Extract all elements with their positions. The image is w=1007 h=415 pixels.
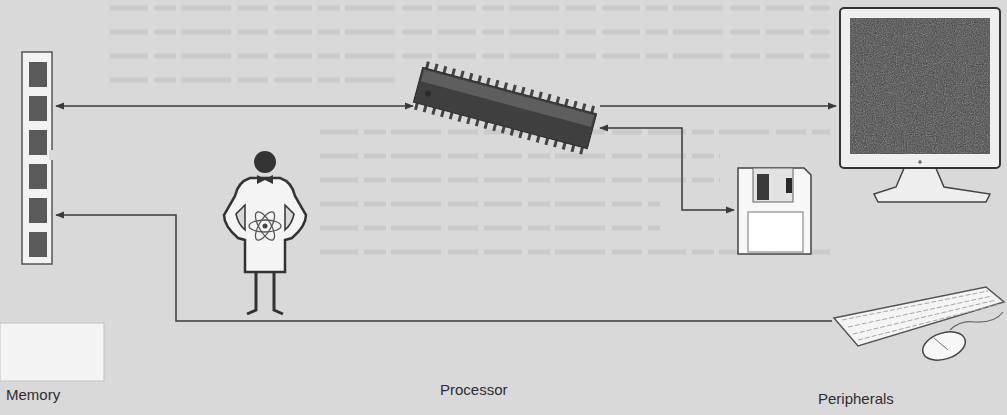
part-label: Peripherals: [818, 390, 894, 408]
monitor-part: [850, 18, 990, 154]
scientist-figure-part: [249, 220, 281, 232]
scientist-figure-part: [236, 205, 294, 230]
mouse-part: [934, 338, 948, 350]
memory-module-part: [29, 96, 47, 121]
processor-chip-part: [424, 90, 431, 97]
floppy-disk-part: [753, 168, 793, 202]
background-print: [110, 8, 830, 252]
part-label: Processor: [440, 381, 508, 399]
memory-module-part: [29, 130, 47, 155]
part-label: Memory: [6, 386, 60, 404]
scientist-figure-part: [252, 209, 278, 243]
scientist-figure-part: [252, 209, 278, 243]
mouse-part: [919, 327, 969, 365]
keyboard-part: [842, 291, 1000, 340]
floppy-disk-part: [757, 174, 769, 200]
mouse-part: [950, 312, 1003, 330]
keyboard-part: [834, 287, 1004, 346]
processor-chip: [412, 61, 599, 156]
monitor: [840, 8, 1000, 202]
scientist-figure-part: [254, 151, 276, 173]
background-print-part: [320, 178, 720, 183]
scientist-figure-part: [263, 224, 268, 229]
memory-module-part: [29, 232, 47, 257]
mouse: [919, 312, 1003, 365]
bus-arrows-part: [600, 105, 836, 107]
background-print-part: [320, 202, 660, 207]
memory-module-part: [22, 52, 52, 264]
floppy-disk-part: [786, 178, 792, 193]
background-print-part: [110, 78, 400, 83]
monitor-part: [850, 18, 990, 154]
background-print-part: [110, 30, 830, 35]
scientist-figure-part: [247, 272, 283, 314]
bus-arrows-part: [56, 215, 832, 321]
monitor-part: [918, 160, 922, 164]
monitor-part: [840, 8, 1000, 168]
memory-module-part: [29, 164, 47, 189]
scientist-figure-part: [249, 209, 281, 243]
floppy-disk-part: [738, 168, 811, 254]
bus-arrows-part: [600, 128, 734, 210]
background-print-part: [320, 154, 720, 159]
bus-arrows: [56, 106, 836, 321]
memory-module: [22, 52, 53, 264]
background-print-part: [320, 226, 660, 231]
memory-module-part: [49, 150, 53, 160]
processor-chip-part: [421, 70, 594, 127]
bus-arrows-part: [56, 105, 413, 107]
scientist-figure: [224, 151, 306, 314]
processor-chip-part: [413, 67, 596, 148]
keyboard: [834, 287, 1004, 346]
floppy-disk-part: [748, 212, 803, 252]
scientist-figure-part: [224, 178, 306, 272]
floppy-disk: [738, 168, 811, 254]
background-print-part: [110, 54, 830, 59]
scientist-figure-part: [257, 175, 273, 184]
memory-module-part: [29, 62, 47, 87]
paper-patch: [0, 323, 104, 381]
memory-module-part: [29, 198, 47, 223]
monitor-part: [874, 166, 990, 202]
background-print-part: [110, 6, 830, 11]
